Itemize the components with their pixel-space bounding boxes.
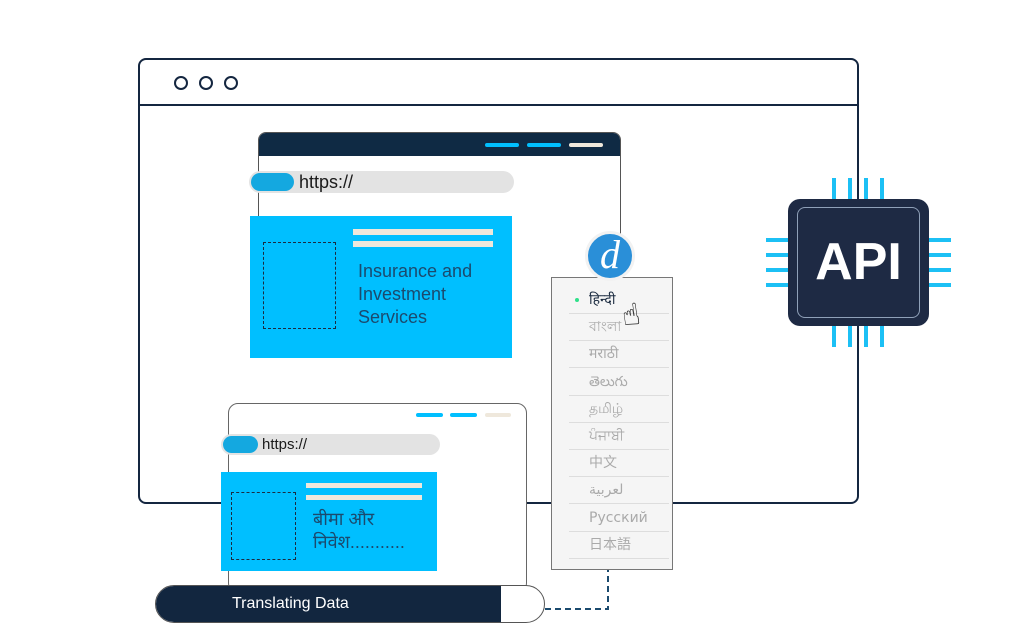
chip-pin [848,326,852,347]
chip-pin [766,238,788,242]
address-pill [251,173,294,191]
language-option[interactable]: తెలుగు [569,370,669,396]
language-option[interactable]: 日本語 [569,533,669,559]
chip-pin [832,326,836,347]
api-label: API [797,207,920,318]
window-dot-icon [174,76,188,90]
url-text: https:// [299,172,354,192]
chip-pin [864,178,868,199]
chip-pin [766,268,788,272]
chip-pin [848,178,852,199]
language-option[interactable]: मराठी [569,342,669,369]
chip-pin [929,283,951,287]
dash-icon [485,413,511,417]
window-dot-icon [199,76,213,90]
api-chip: API [788,199,929,326]
chip-pin [929,238,951,242]
language-option[interactable]: বাংলা [569,315,669,342]
chip-pin [766,283,788,287]
language-option[interactable]: தமிழ் [569,397,669,423]
chip-pin [929,268,951,272]
image-placeholder [231,492,296,560]
url-text: https:// [262,436,308,453]
dash-icon [450,413,477,417]
dash-icon [485,143,519,147]
progress-label: Translating Data [232,595,349,612]
address-bar[interactable]: https:// [249,171,514,193]
dashed-connector [545,570,609,610]
chip-pin [832,178,836,199]
progress-fill [156,586,502,622]
chip-pin [864,326,868,347]
chip-pin [766,253,788,257]
chip-pin [880,326,884,347]
window-dot-icon [224,76,238,90]
window-titlebar-divider [140,104,857,106]
address-bar[interactable]: https:// [221,434,440,455]
translation-progress-bar: Translating Data [155,585,545,623]
text-line [306,483,422,488]
chip-pin [880,178,884,199]
dash-icon [527,143,561,147]
selected-indicator-icon [575,298,579,302]
language-option[interactable]: 中文 [569,451,669,478]
chip-pin [929,253,951,257]
address-pill [223,436,258,453]
language-option[interactable]: ਪੰਜਾਬੀ [569,424,669,450]
translation-logo-icon: d [585,231,635,281]
text-line [353,241,493,247]
text-line [306,495,422,500]
image-placeholder [263,242,336,329]
browser-header [259,133,620,156]
dash-icon [569,143,603,147]
text-line [353,229,493,235]
dash-icon [416,413,443,417]
language-option[interactable]: Русский [569,506,669,532]
language-option[interactable]: لعربية [569,478,669,505]
language-option[interactable]: हिन्दी [569,288,669,314]
